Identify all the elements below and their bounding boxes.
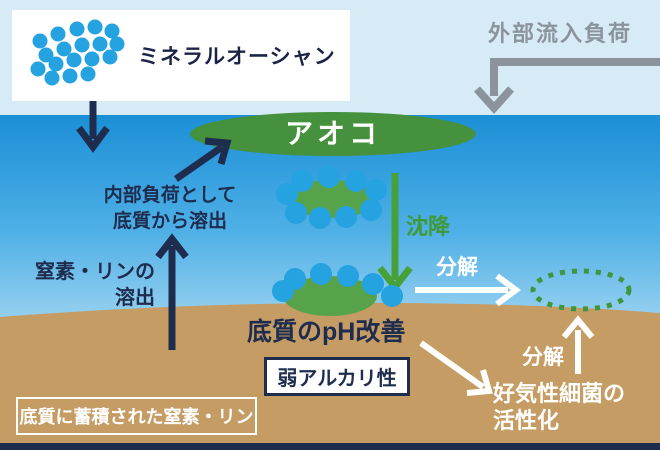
aoko-bloom-ellipse	[190, 112, 476, 156]
ph-improvement-label: 底質のpH改善	[247, 318, 406, 346]
aerobic-bacteria-label: 好気性細菌の活性化	[493, 380, 625, 434]
dissolution-label: 窒素・リンの溶出	[28, 259, 155, 311]
sediment-note-box: 底質に蓄積された窒素・リン	[16, 397, 257, 435]
internal-load-arrow	[174, 137, 232, 182]
blue-dots-cluster-icon	[30, 19, 125, 86]
dissolution-up-arrow	[155, 233, 189, 350]
external-inflow-arrow	[474, 58, 660, 114]
sediment-note-label: 底質に蓄積された窒素・リン	[19, 407, 254, 427]
decomposed-colony-outline	[530, 268, 632, 312]
mineral-ocean-logo: ミネラルオーシャン	[12, 10, 350, 101]
internal-load-label: 内部負荷として底質から溶出	[104, 183, 236, 235]
internal-load-line2: 底質から溶出	[112, 211, 227, 232]
aoko-label: アオコ	[284, 118, 382, 149]
dissolution-line2: 溶出	[115, 287, 155, 309]
decompose-label-sediment: 分解	[522, 346, 564, 369]
sinking-label: 沈降	[406, 214, 451, 239]
weak-alkaline-label: 弱アルカリ性	[277, 368, 397, 390]
dissolution-line1: 窒素・リンの	[35, 261, 155, 283]
logo-label: ミネラルオーシャン	[138, 44, 336, 68]
aerobic-line1: 好気性細菌の	[493, 381, 626, 406]
algae-colony-settled	[272, 263, 403, 316]
decompose-label-water: 分解	[436, 256, 478, 279]
bottom-band	[0, 443, 660, 450]
internal-load-line1: 内部負荷として	[103, 185, 237, 206]
logo-down-arrow	[76, 101, 110, 153]
decompose-right-arrow	[415, 273, 522, 307]
ph-to-aerobic-arrow	[419, 340, 493, 396]
external-load-label: 外部流入負荷	[488, 21, 633, 46]
aerobic-line2: 活性化	[493, 408, 560, 433]
aerobic-up-arrow	[561, 315, 595, 374]
algae-colony-floating	[276, 166, 387, 229]
weak-alkaline-box: 弱アルカリ性	[264, 357, 410, 396]
